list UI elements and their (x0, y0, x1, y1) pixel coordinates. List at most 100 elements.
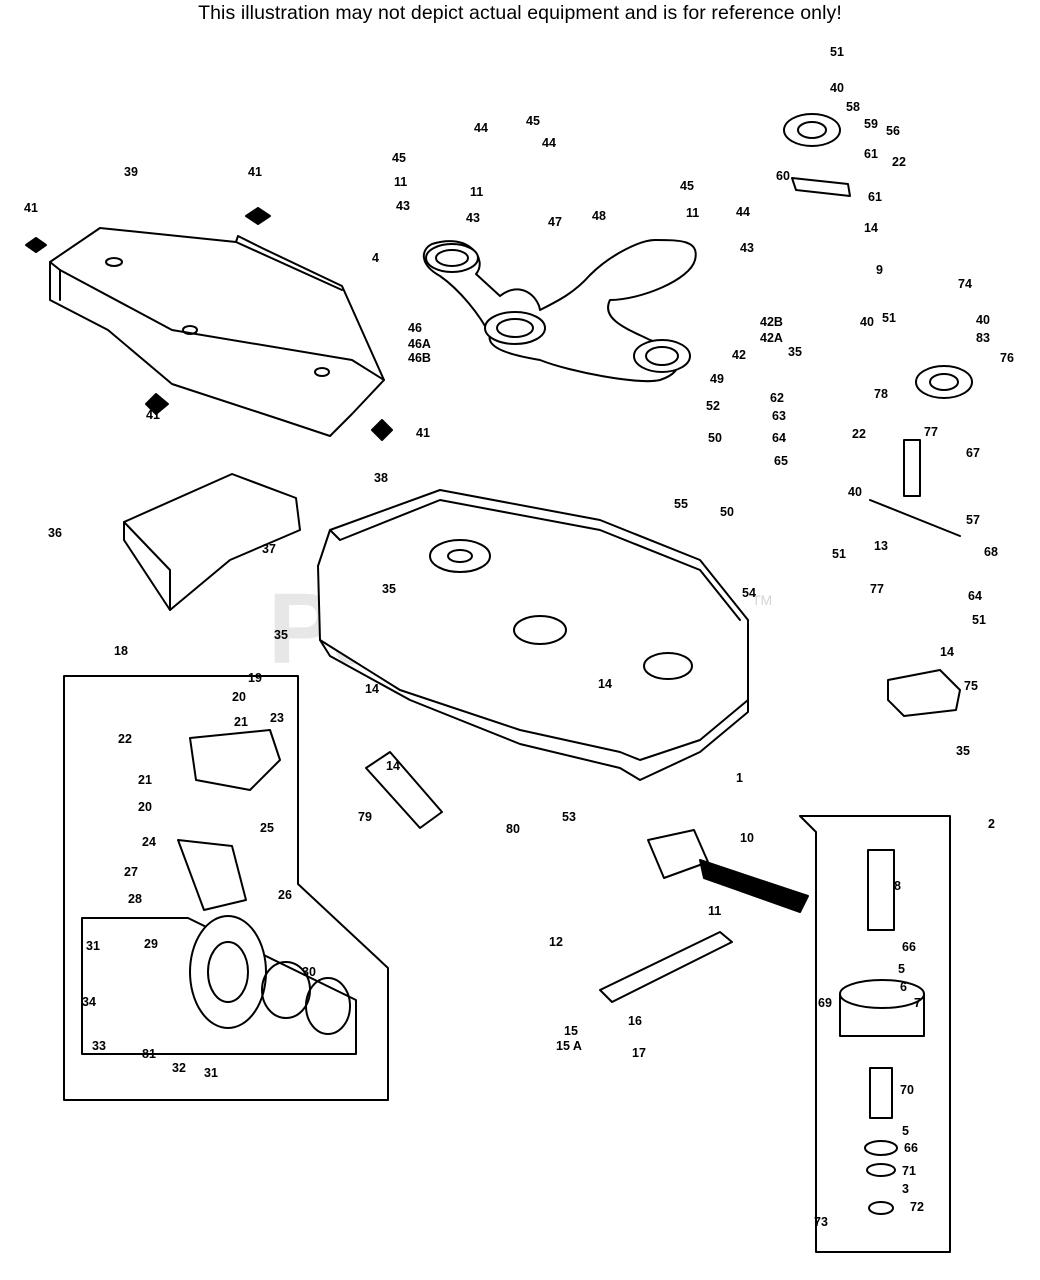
part-callout[interactable]: 77 (924, 425, 938, 439)
part-callout[interactable]: 43 (466, 211, 480, 225)
part-callout[interactable]: 52 (706, 399, 720, 413)
part-callout[interactable]: 68 (984, 545, 998, 559)
part-callout[interactable]: 46 (408, 321, 422, 335)
part-callout[interactable]: 29 (144, 937, 158, 951)
part-callout[interactable]: 22 (892, 155, 906, 169)
part-callout[interactable]: 11 (470, 185, 484, 199)
part-callout[interactable]: 8 (894, 879, 901, 893)
part-callout[interactable]: 40 (830, 81, 844, 95)
part-callout[interactable]: 62 (770, 391, 784, 405)
part-callout[interactable]: 7 (914, 996, 921, 1010)
part-callout[interactable]: 22 (118, 732, 132, 746)
part-callout[interactable]: 61 (864, 147, 878, 161)
part-callout[interactable]: 15 (564, 1024, 578, 1038)
part-callout[interactable]: 72 (910, 1200, 924, 1214)
part-callout[interactable]: 60 (776, 169, 790, 183)
part-callout[interactable]: 35 (382, 582, 396, 596)
part-callout[interactable]: 45 (680, 179, 694, 193)
part-callout[interactable]: 49 (710, 372, 724, 386)
part-callout[interactable]: 58 (846, 100, 860, 114)
part-callout[interactable]: 73 (814, 1215, 828, 1229)
part-callout[interactable]: 42B (760, 315, 783, 329)
part-callout[interactable]: 16 (628, 1014, 642, 1028)
part-callout[interactable]: 11 (394, 175, 408, 189)
part-callout[interactable]: 64 (772, 431, 786, 445)
part-callout[interactable]: 42 (732, 348, 746, 362)
part-callout[interactable]: 36 (48, 526, 62, 540)
part-callout[interactable]: 45 (392, 151, 406, 165)
part-callout[interactable]: 5 (902, 1124, 909, 1138)
part-callout[interactable]: 43 (740, 241, 754, 255)
part-callout[interactable]: 53 (562, 810, 576, 824)
part-callout[interactable]: 3 (902, 1182, 909, 1196)
part-callout[interactable]: 59 (864, 117, 878, 131)
part-callout[interactable]: 65 (774, 454, 788, 468)
part-callout[interactable]: 14 (940, 645, 954, 659)
part-callout[interactable]: 20 (232, 690, 246, 704)
part-callout[interactable]: 76 (1000, 351, 1014, 365)
part-callout[interactable]: 77 (870, 582, 884, 596)
part-callout[interactable]: 20 (138, 800, 152, 814)
part-callout[interactable]: 12 (549, 935, 563, 949)
part-callout[interactable]: 51 (882, 311, 896, 325)
part-callout[interactable]: 61 (868, 190, 882, 204)
part-callout[interactable]: 35 (274, 628, 288, 642)
part-callout[interactable]: 64 (968, 589, 982, 603)
part-callout[interactable]: 6 (900, 980, 907, 994)
part-callout[interactable]: 74 (958, 277, 972, 291)
part-callout[interactable]: 10 (740, 831, 754, 845)
part-callout[interactable]: 48 (592, 209, 606, 223)
part-callout[interactable]: 71 (902, 1164, 916, 1178)
part-callout[interactable]: 41 (248, 165, 262, 179)
part-callout[interactable]: 40 (976, 313, 990, 327)
part-callout[interactable]: 66 (902, 940, 916, 954)
part-callout[interactable]: 83 (976, 331, 990, 345)
part-callout[interactable]: 14 (365, 682, 379, 696)
part-callout[interactable]: 81 (142, 1047, 156, 1061)
part-callout[interactable]: 79 (358, 810, 372, 824)
part-callout[interactable]: 30 (302, 965, 316, 979)
part-callout[interactable]: 22 (852, 427, 866, 441)
part-callout[interactable]: 38 (374, 471, 388, 485)
part-callout[interactable]: 44 (542, 136, 556, 150)
part-callout[interactable]: 54 (742, 586, 756, 600)
part-callout[interactable]: 31 (86, 939, 100, 953)
part-callout[interactable]: 14 (386, 759, 400, 773)
part-callout[interactable]: 51 (972, 613, 986, 627)
part-callout[interactable]: 56 (886, 124, 900, 138)
part-callout[interactable]: 32 (172, 1061, 186, 1075)
part-callout[interactable]: 1 (736, 771, 743, 785)
part-callout[interactable]: 28 (128, 892, 142, 906)
part-callout[interactable]: 31 (204, 1066, 218, 1080)
part-callout[interactable]: 33 (92, 1039, 106, 1053)
part-callout[interactable]: 43 (396, 199, 410, 213)
part-callout[interactable]: 51 (830, 45, 844, 59)
part-callout[interactable]: 47 (548, 215, 562, 229)
part-callout[interactable]: 14 (864, 221, 878, 235)
part-callout[interactable]: 75 (964, 679, 978, 693)
part-callout[interactable]: 44 (736, 205, 750, 219)
part-callout[interactable]: 69 (818, 996, 832, 1010)
part-callout[interactable]: 21 (234, 715, 248, 729)
part-callout[interactable]: 4 (372, 251, 379, 265)
part-callout[interactable]: 25 (260, 821, 274, 835)
part-callout[interactable]: 35 (956, 744, 970, 758)
part-callout[interactable]: 14 (598, 677, 612, 691)
part-callout[interactable]: 35 (788, 345, 802, 359)
part-callout[interactable]: 46B (408, 351, 431, 365)
part-callout[interactable]: 57 (966, 513, 980, 527)
part-callout[interactable]: 13 (874, 539, 888, 553)
part-callout[interactable]: 70 (900, 1083, 914, 1097)
part-callout[interactable]: 39 (124, 165, 138, 179)
part-callout[interactable]: 9 (876, 263, 883, 277)
part-callout[interactable]: 26 (278, 888, 292, 902)
part-callout[interactable]: 11 (708, 904, 722, 918)
part-callout[interactable]: 41 (24, 201, 38, 215)
part-callout[interactable]: 18 (114, 644, 128, 658)
part-callout[interactable]: 50 (720, 505, 734, 519)
part-callout[interactable]: 41 (416, 426, 430, 440)
part-callout[interactable]: 23 (270, 711, 284, 725)
part-callout[interactable]: 46A (408, 337, 431, 351)
part-callout[interactable]: 27 (124, 865, 138, 879)
part-callout[interactable]: 40 (860, 315, 874, 329)
